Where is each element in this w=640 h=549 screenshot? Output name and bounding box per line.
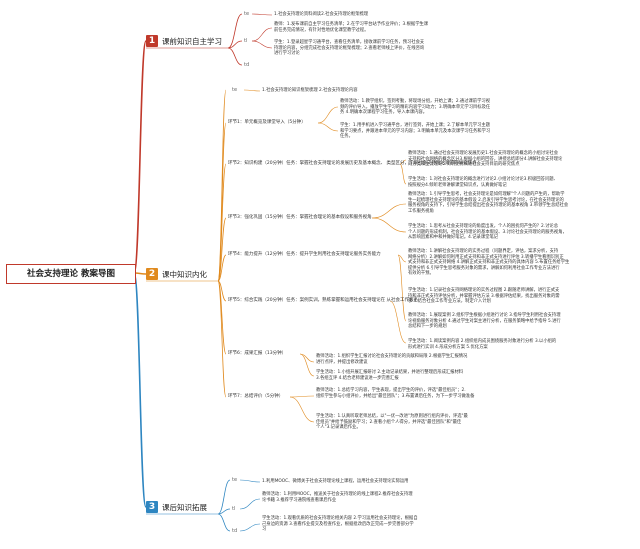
connector (227, 40, 243, 49)
s2-link-step-4: 环节4：能力提升（12分钟）任务：提升学生利用社会支持理论服务实务能力 (228, 252, 381, 257)
connector (133, 272, 147, 508)
sub-node-te: te (232, 477, 238, 483)
connector (217, 163, 227, 282)
s2-detail-3: 教师活动：1.通过社会支持理论发展历史1.社会支持理论的概念的小组讨论社会 支持… (408, 151, 563, 168)
s3-text-1: 1.利用MOOC、微博关于社会支持理论线上课程，运用社会支持理论实际运用 (262, 479, 409, 484)
sub-node-te: te (244, 11, 250, 17)
root-title: 社会支持理论 教案导图 (27, 269, 115, 279)
s2-link-step-6: 环节6：成果汇报（13分钟） (228, 351, 287, 356)
connector (217, 254, 227, 282)
sub-node-td: td (232, 528, 238, 534)
s2-detail-11: 教师活动：1.组织学生汇报讨论社会支持理论的贡献和局限 2.根据学生汇报情况 进… (316, 354, 468, 365)
connector (217, 280, 227, 355)
s1-text-2: 教师：1.发布课前自主学习任务清单；2.在学习平台站予作业评价；3.根据学生课 … (274, 22, 429, 33)
connector (217, 508, 231, 515)
connector (133, 40, 147, 274)
s2-detail-2: 学生：1.用手机进入学习通平台，进行签到，开始上课；2.了解本单元学习主题 和学… (340, 123, 491, 140)
s2-detail-9: 教师活动：1.展现案例 2.组织学生根据小组进行讨论 3.指导学生利用社会支持理… (408, 313, 561, 330)
s2-link-step-2: 环节2：知识构建（20分钟）任务：掌握社会支持理论的发展历史及基本概念、 类型区… (228, 161, 477, 166)
connector (239, 479, 261, 483)
s3-text-3: 学生活动：1.观看优质的社会支持理论相关内容 2.学习运用社会支持理论，根据自 … (262, 516, 418, 533)
connector (227, 13, 243, 49)
section-title: 课后知识拓展 (162, 502, 207, 512)
connector (251, 13, 273, 16)
connector (397, 254, 407, 263)
connector (317, 106, 339, 124)
section-title: 课前知识自主学习 (162, 36, 222, 46)
s2-link-step-3: 环节3：强化巩固（15分钟）任务：掌握社会理论的基本假设和服务视角 (228, 215, 372, 220)
section-1-node: 1 课前知识自主学习 (146, 34, 222, 48)
connector (227, 47, 243, 66)
sub-node-tl: tl (244, 38, 248, 44)
connector (217, 280, 227, 302)
section-number-badge: 3 (146, 501, 158, 513)
connector (399, 159, 407, 165)
section-number-badge: 1 (146, 35, 158, 47)
s2-detail-7: 教师活动：1.讲解社会支持理论的实务过程（问题界定，评估，案求分析，支持 网络分… (408, 249, 570, 277)
s1-text-3: 学生：1.登录超星学习通平台，查看任务清单，接收课前学习任务，预习社会支 持理论… (274, 40, 425, 57)
s2-detail-12: 学生活动：1.小组开展汇报研讨 2.主动记录结果，并进行整理后形成汇报材料 3.… (316, 370, 464, 381)
section-number-badge: 2 (146, 268, 158, 280)
s2-detail-8: 学生活动：1.记录社会支持网络理论的实务过程图 2.跟随老师讲解，进行正式支 持… (408, 288, 560, 305)
connector (217, 513, 231, 532)
connector (217, 280, 227, 398)
section-3-node: 3 课后知识拓展 (146, 500, 207, 514)
connector (217, 217, 227, 282)
connector (239, 498, 261, 510)
s2-detail-6: 学生活动：1.思考从社会支持理论的角度出发，个人的困扰何产生的？2.讨论总 个人… (408, 224, 567, 241)
s2-detail-5: 教师活动：1.引导学生思考，社会支持理论是如何理解"个人问题的产生的，帮助学 生… (408, 192, 569, 214)
connector (289, 396, 315, 423)
connector (251, 40, 273, 49)
s2-link-te: te (232, 87, 238, 93)
sub-node-tl: tl (232, 506, 236, 512)
s1-text-1: 1.社会支持理论资料阅读2.社会支持理论框架梳理 (274, 12, 369, 17)
connector (217, 479, 231, 515)
connector (217, 122, 227, 282)
section-title: 课中知识内化 (162, 269, 207, 279)
s2-detail-13: 教师活动：1.总结学习内容，学生表现，提出学生的评价，评选"最佳组员"；2. 组… (316, 388, 475, 399)
s2-link-step-5: 环节5：综合实践（20分钟）任务：案例实训，熟练掌握和运用社会支持理论在 从社会… (228, 298, 419, 303)
s2-detail-4: 学生活动：1.对社会支持理论的概念进行讨论2.小组讨论讨论3.积极回答问题、 按… (408, 177, 558, 188)
s3-text-2: 教师活动：1.利用MOOC，推送关于社会支持理论的线上课程2.推荐社会支持理 论… (262, 492, 413, 503)
section-2-node: 2 课中知识内化 (146, 267, 207, 281)
connector (251, 27, 273, 42)
connector (371, 203, 407, 219)
connector (289, 395, 315, 398)
sub-node-td: td (244, 62, 250, 68)
s2-detail-1: 教师活动：1.教学组织，签到考勤，将现场分组，开始上课；2.通过课前学习视 频的… (340, 99, 491, 116)
s2-detail-10: 学生活动：1.阅读案例内容 2.组织组内成员围绕服务对象进行分析 3.以小组的 … (408, 339, 557, 350)
connector (317, 122, 339, 132)
connector (397, 254, 407, 322)
connector (299, 353, 315, 377)
s2-link-step-1: 环节1：单元概览及课堂导入（5分钟） (228, 120, 306, 125)
s2-link-step-7: 环节7：总结评价（5分钟） (228, 394, 284, 399)
connector (371, 217, 407, 233)
s2-detail-14: 学生活动：1.认真听取老师总结，以"一优一改进"为原则进行组内评价，评选"最 佳… (316, 414, 468, 431)
s2-detail-0: 1.社会支持理论知识框架梳理 2.社会支持理论内容 (262, 88, 358, 93)
root-node: 社会支持理论 教案导图 (6, 264, 136, 284)
connector (399, 163, 407, 185)
connector (243, 89, 261, 92)
connector (239, 523, 261, 532)
